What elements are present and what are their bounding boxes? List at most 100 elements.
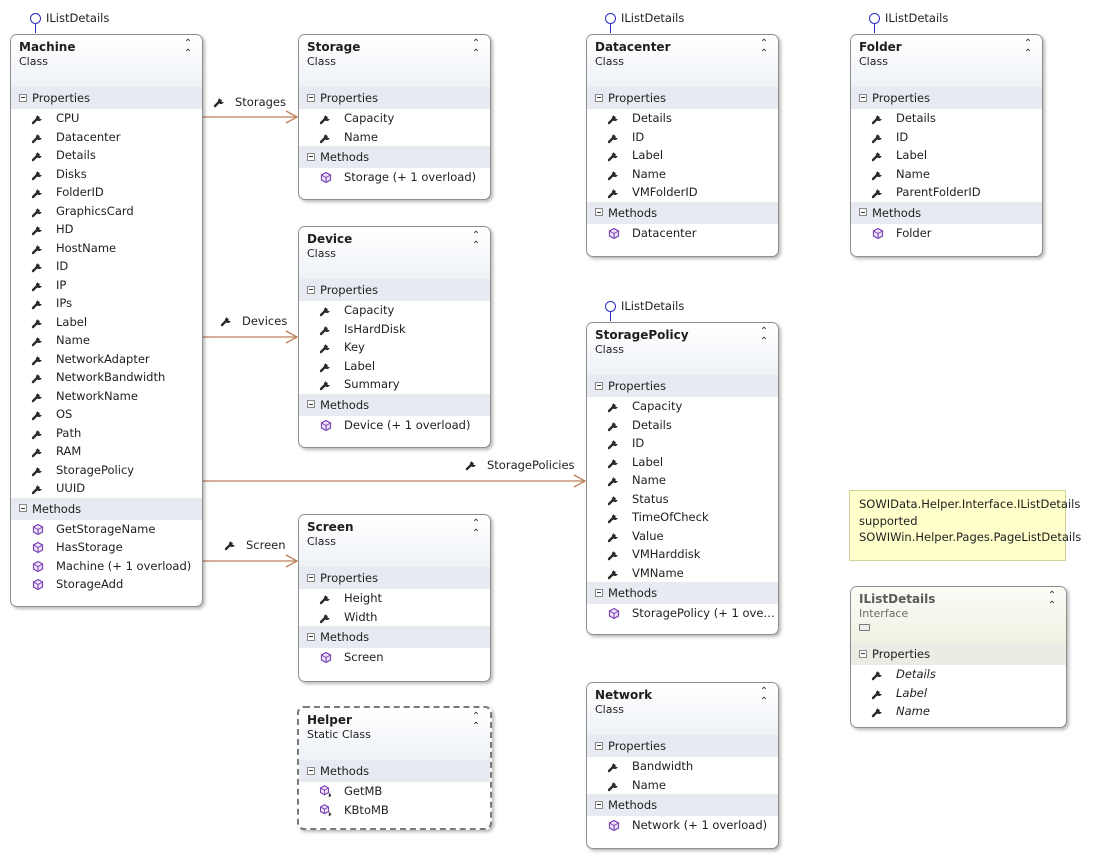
property-item[interactable]: Label: [851, 684, 1066, 703]
property-item[interactable]: Bandwidth: [587, 757, 778, 776]
property-item[interactable]: Status: [587, 490, 778, 509]
properties-compartment-header[interactable]: Properties: [587, 87, 778, 109]
property-item[interactable]: Name: [851, 702, 1066, 721]
collapse-toggle[interactable]: [307, 573, 315, 582]
method-item[interactable]: StorageAdd: [11, 575, 202, 594]
property-item[interactable]: Details: [587, 109, 778, 128]
collapse-toggle[interactable]: [595, 588, 603, 597]
property-item[interactable]: Capacity: [299, 109, 490, 128]
property-item[interactable]: Path: [11, 424, 202, 443]
property-item[interactable]: Details: [851, 109, 1042, 128]
property-item[interactable]: HD: [11, 220, 202, 239]
collapse-toggle[interactable]: [595, 741, 603, 750]
methods-compartment-header[interactable]: Methods: [587, 794, 778, 816]
properties-compartment-header[interactable]: Properties: [587, 375, 778, 397]
class-storagepolicy[interactable]: StoragePolicy Class ⌃⌃ Properties Capaci…: [586, 322, 779, 635]
property-item[interactable]: TimeOfCheck: [587, 508, 778, 527]
double-chevron-up-icon[interactable]: ⌃⌃: [759, 686, 769, 707]
collapse-toggle[interactable]: [19, 93, 27, 102]
methods-compartment-header[interactable]: Methods: [11, 497, 202, 520]
methods-compartment-header[interactable]: Methods: [587, 582, 778, 604]
double-chevron-up-icon[interactable]: ⌃⌃: [1023, 38, 1033, 59]
property-item[interactable]: IP: [11, 276, 202, 295]
properties-compartment-header[interactable]: Properties: [851, 643, 1066, 665]
collapse-toggle[interactable]: [595, 93, 603, 102]
property-item[interactable]: NetworkBandwidth: [11, 368, 202, 387]
property-item[interactable]: RAM: [11, 442, 202, 461]
class-header[interactable]: Helper Static Class ⌃⌃: [299, 708, 490, 760]
class-header[interactable]: Machine Class ⌃⌃: [11, 35, 202, 87]
method-item[interactable]: Screen: [299, 648, 490, 667]
property-item[interactable]: Name: [299, 128, 490, 147]
collapse-toggle[interactable]: [595, 800, 603, 809]
property-item[interactable]: Details: [851, 665, 1066, 684]
collapse-toggle[interactable]: [859, 208, 867, 216]
property-item[interactable]: Capacity: [587, 397, 778, 416]
property-item[interactable]: OS: [11, 405, 202, 424]
property-item[interactable]: NetworkName: [11, 387, 202, 406]
property-item[interactable]: Label: [299, 357, 490, 376]
double-chevron-up-icon[interactable]: ⌃⌃: [1047, 590, 1057, 611]
collapse-toggle[interactable]: [307, 152, 315, 161]
diagram-note[interactable]: SOWIData.Helper.Interface.IListDetails s…: [849, 490, 1081, 561]
collapse-toggle[interactable]: [859, 93, 867, 102]
properties-compartment-header[interactable]: Properties: [11, 87, 202, 109]
collapse-toggle[interactable]: [595, 208, 603, 216]
property-item[interactable]: Datacenter: [11, 128, 202, 147]
collapse-toggle[interactable]: [307, 766, 315, 775]
collapse-toggle[interactable]: [307, 93, 315, 102]
property-item[interactable]: StoragePolicy: [11, 461, 202, 480]
methods-compartment-header[interactable]: Methods: [299, 146, 490, 168]
properties-compartment-header[interactable]: Properties: [299, 87, 490, 109]
properties-compartment-header[interactable]: Properties: [299, 567, 490, 589]
property-item[interactable]: ID: [851, 128, 1042, 147]
methods-compartment-header[interactable]: Methods: [851, 201, 1042, 224]
method-item[interactable]: GetMB: [299, 782, 490, 801]
property-item[interactable]: IsHardDisk: [299, 320, 490, 339]
property-item[interactable]: Name: [587, 165, 778, 184]
class-header[interactable]: Screen Class ⌃⌃: [299, 515, 490, 567]
collapse-toggle[interactable]: [307, 285, 315, 294]
property-item[interactable]: GraphicsCard: [11, 202, 202, 221]
methods-compartment-header[interactable]: Methods: [587, 201, 778, 224]
property-item[interactable]: ID: [11, 257, 202, 276]
association-label-storages[interactable]: Storages: [213, 95, 286, 109]
properties-compartment-header[interactable]: Properties: [587, 735, 778, 757]
method-item[interactable]: Network (+ 1 overload): [587, 816, 778, 835]
method-item[interactable]: KBtoMB: [299, 801, 490, 820]
property-item[interactable]: CPU: [11, 109, 202, 128]
class-header[interactable]: Device Class ⌃⌃: [299, 227, 490, 279]
double-chevron-up-icon[interactable]: ⌃⌃: [183, 38, 193, 59]
property-item[interactable]: Capacity: [299, 301, 490, 320]
association-label-screen[interactable]: Screen: [224, 538, 286, 552]
property-item[interactable]: UUID: [11, 479, 202, 498]
properties-compartment-header[interactable]: Properties: [299, 279, 490, 301]
class-header[interactable]: Datacenter Class ⌃⌃: [587, 35, 778, 87]
property-item[interactable]: Name: [11, 331, 202, 350]
collapse-toggle[interactable]: [307, 632, 315, 641]
double-chevron-up-icon[interactable]: ⌃⌃: [759, 326, 769, 347]
collapse-toggle[interactable]: [19, 504, 27, 512]
class-header[interactable]: StoragePolicy Class ⌃⌃: [587, 323, 778, 375]
method-item[interactable]: GetStorageName: [11, 520, 202, 539]
property-item[interactable]: VMName: [587, 564, 778, 583]
double-chevron-up-icon[interactable]: ⌃⌃: [471, 38, 481, 59]
class-header[interactable]: Network Class ⌃⌃: [587, 683, 778, 735]
class-header[interactable]: Folder Class ⌃⌃: [851, 35, 1042, 87]
property-item[interactable]: Label: [587, 146, 778, 165]
interface-ilistdetails[interactable]: IListDetails Interface ⌃⌃ Properties Det…: [850, 586, 1067, 728]
property-item[interactable]: ParentFolderID: [851, 183, 1042, 202]
property-item[interactable]: Disks: [11, 165, 202, 184]
collapse-toggle[interactable]: [595, 381, 603, 390]
property-item[interactable]: VMHarddisk: [587, 545, 778, 564]
property-item[interactable]: VMFolderID: [587, 183, 778, 202]
property-item[interactable]: Name: [851, 165, 1042, 184]
class-header[interactable]: Storage Class ⌃⌃: [299, 35, 490, 87]
association-label-devices[interactable]: Devices: [220, 314, 287, 328]
